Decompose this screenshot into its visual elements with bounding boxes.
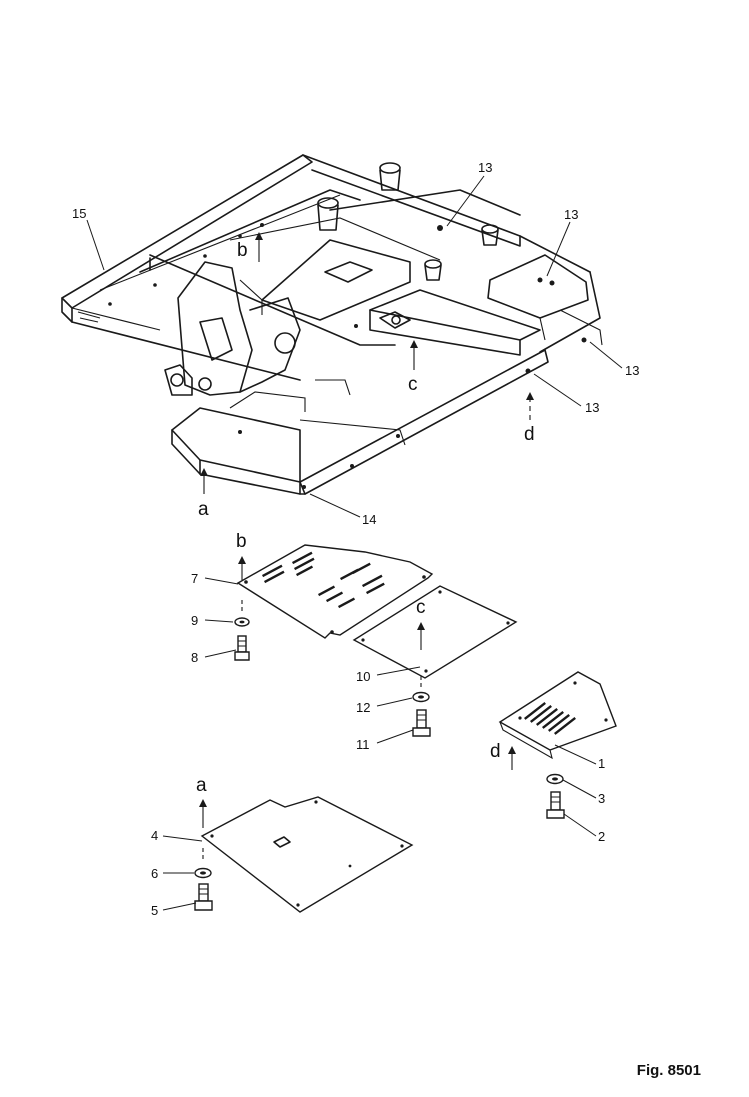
part-number-2: 2 <box>598 829 605 844</box>
bolt-5 <box>194 883 213 911</box>
part-number-1: 1 <box>598 756 605 771</box>
leader-14 <box>309 493 361 518</box>
leader-13-top <box>446 175 485 227</box>
part-number-13-top: 13 <box>478 160 492 175</box>
view-label-d-upper: d <box>524 424 535 445</box>
leader-10 <box>376 666 421 676</box>
leader-4 <box>162 835 203 842</box>
view-arrow-a-lower <box>199 799 207 862</box>
leader-13-lower <box>533 373 582 407</box>
view-label-c-upper: c <box>408 374 418 395</box>
leader-1 <box>554 744 597 765</box>
leader-3 <box>562 779 597 799</box>
bolt-2 <box>546 791 565 819</box>
view-label-d-lower: d <box>490 741 501 762</box>
view-arrow-c-upper <box>410 340 418 370</box>
view-arrow-a-upper <box>200 468 208 494</box>
leader-13-right <box>546 221 571 277</box>
figure-caption: Fig. 8501 <box>636 1062 701 1079</box>
leader-11 <box>376 729 414 744</box>
view-label-b-lower: b <box>236 531 247 552</box>
cover-plate-10 <box>352 585 518 679</box>
view-label-c-lower: c <box>416 597 426 618</box>
part-number-7: 7 <box>191 571 198 586</box>
part-number-15: 15 <box>72 206 86 221</box>
cover-plate-4 <box>200 796 414 913</box>
leader-12 <box>376 697 413 707</box>
part-number-13-right: 13 <box>564 207 578 222</box>
part-number-11: 11 <box>356 737 370 752</box>
view-label-b-upper: b <box>237 240 248 261</box>
view-arrow-d-upper <box>526 392 534 420</box>
part-number-10: 10 <box>356 669 370 684</box>
revolving-frame <box>61 154 603 495</box>
part-number-13-lower: 13 <box>585 400 599 415</box>
part-number-5: 5 <box>151 903 158 918</box>
washer-3 <box>546 773 564 785</box>
bolt-11 <box>412 709 431 737</box>
view-label-a-lower: a <box>196 775 207 796</box>
view-label-a-upper: a <box>198 499 209 520</box>
washer-6 <box>194 867 212 879</box>
washer-12 <box>412 691 430 703</box>
view-arrow-b-upper <box>255 232 263 262</box>
washer-9 <box>234 617 250 627</box>
leader-13-far-right <box>589 341 623 369</box>
part-number-12: 12 <box>356 700 370 715</box>
bolt-8 <box>234 635 250 661</box>
leader-7 <box>204 577 239 585</box>
leader-15 <box>86 219 105 271</box>
leader-9 <box>204 619 234 623</box>
view-arrow-b-lower <box>238 556 246 614</box>
part-number-4: 4 <box>151 828 158 843</box>
view-arrow-c-lower <box>417 622 425 690</box>
part-number-8: 8 <box>191 650 198 665</box>
leader-2 <box>563 813 597 837</box>
part-number-9: 9 <box>191 613 198 628</box>
cover-plate-7 <box>236 544 434 639</box>
part-number-6: 6 <box>151 866 158 881</box>
part-number-14: 14 <box>362 512 376 527</box>
view-arrow-d-lower <box>508 746 516 770</box>
part-number-13-far-right: 13 <box>625 363 639 378</box>
part-number-3: 3 <box>598 791 605 806</box>
cover-plate-1 <box>498 671 617 760</box>
leader-8 <box>204 649 237 658</box>
leader-5 <box>162 902 197 911</box>
